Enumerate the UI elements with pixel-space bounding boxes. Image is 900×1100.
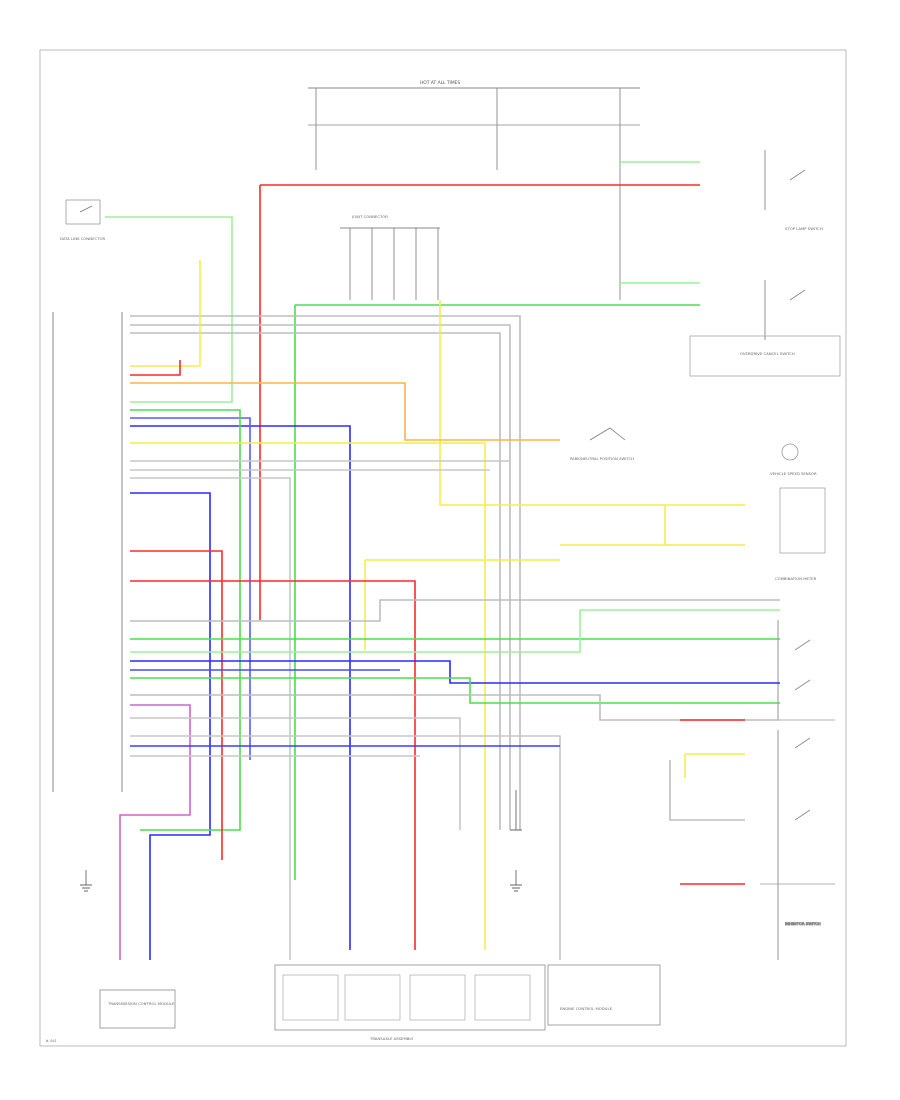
overdrive-label: OVERDRIVE CANCEL SWITCH (740, 351, 795, 356)
stop-lamp-switch (789, 169, 806, 301)
wire-green-lower (130, 677, 780, 704)
wire-blue-1 (130, 425, 351, 950)
park-neutral-switch: PARK/NEUTRAL POSITION SWITCH (570, 427, 634, 461)
ecm-box: ENGINE CONTROL MODULE (547, 964, 661, 1026)
wire-gray-mid-3 (130, 477, 291, 960)
transaxle-label: TRANSAXLE ASSEMBLY (369, 1036, 414, 1041)
wire-yellow-right (560, 504, 745, 546)
wire-gray-3 (130, 332, 501, 830)
wire-yellow-right-2 (364, 559, 560, 650)
wire-gray-bottom-2 (130, 735, 561, 960)
ground-symbols (80, 790, 522, 892)
wire-gray-bottom-1 (130, 717, 461, 830)
brake-switch-label: STOP LAMP SWITCH (785, 226, 823, 231)
joint-connector: JOINT CONNECTOR (340, 214, 440, 300)
wire-gray-2 (130, 324, 511, 830)
right-components (689, 150, 841, 960)
wire-green-long (294, 304, 700, 880)
wire-red-right (680, 719, 745, 885)
wire-gray-vert-right (669, 760, 745, 821)
transaxle-assembly: TRANSAXLE ASSEMBLY (274, 964, 546, 1041)
wire-red-top (259, 184, 700, 620)
wire-gray-1 (130, 315, 521, 830)
fuse-block: HOT AT ALL TIMES (308, 80, 640, 300)
inhibitor-switch: INHIBITOR SWITCH (785, 639, 821, 926)
tcm-connector (52, 312, 123, 792)
wire-gray-lower (130, 694, 780, 721)
wire-green-upper (620, 161, 700, 284)
joint-connector-label: JOINT CONNECTOR (351, 214, 388, 219)
diagram-border (39, 49, 847, 1047)
data-link-connector: DATA LINK CONNECTOR (60, 199, 105, 241)
wire-orange (130, 382, 560, 441)
hot-at-all-times-label: HOT AT ALL TIMES (420, 80, 460, 86)
tcm-label: TRANSMISSION CONTROL MODULE (107, 1001, 175, 1006)
park-neutral-label: PARK/NEUTRAL POSITION SWITCH (570, 456, 634, 461)
wire-yellow-tps (130, 260, 560, 506)
tcm-lower-box: TRANSMISSION CONTROL MODULE (99, 989, 176, 1029)
wire-red-2 (130, 360, 181, 376)
wire-blue-2 (130, 417, 251, 760)
wire-violet (119, 704, 191, 960)
speed-sensor: VEHICLE SPEED SENSOR (770, 443, 817, 476)
wire-gray-inh (130, 599, 780, 622)
wire-blue-inh (130, 660, 780, 684)
wire-green-inh-2 (130, 609, 780, 653)
inhibitor-label: INHIBITOR SWITCH (785, 921, 821, 926)
wire-yellow-long (130, 442, 486, 950)
footer-code: W-041 (46, 1039, 57, 1043)
wire-green-mid (130, 409, 241, 831)
speed-sensor-label: VEHICLE SPEED SENSOR (770, 471, 817, 476)
wire-red-long (130, 550, 416, 950)
combination-meter-label: COMBINATION METER (775, 576, 817, 581)
wire-blue-3 (130, 492, 211, 960)
wire-green-dlc (105, 216, 233, 403)
wire-yellow-right-3 (684, 753, 745, 778)
data-link-label: DATA LINK CONNECTOR (60, 236, 105, 241)
ecm-label: ENGINE CONTROL MODULE (560, 1006, 613, 1011)
